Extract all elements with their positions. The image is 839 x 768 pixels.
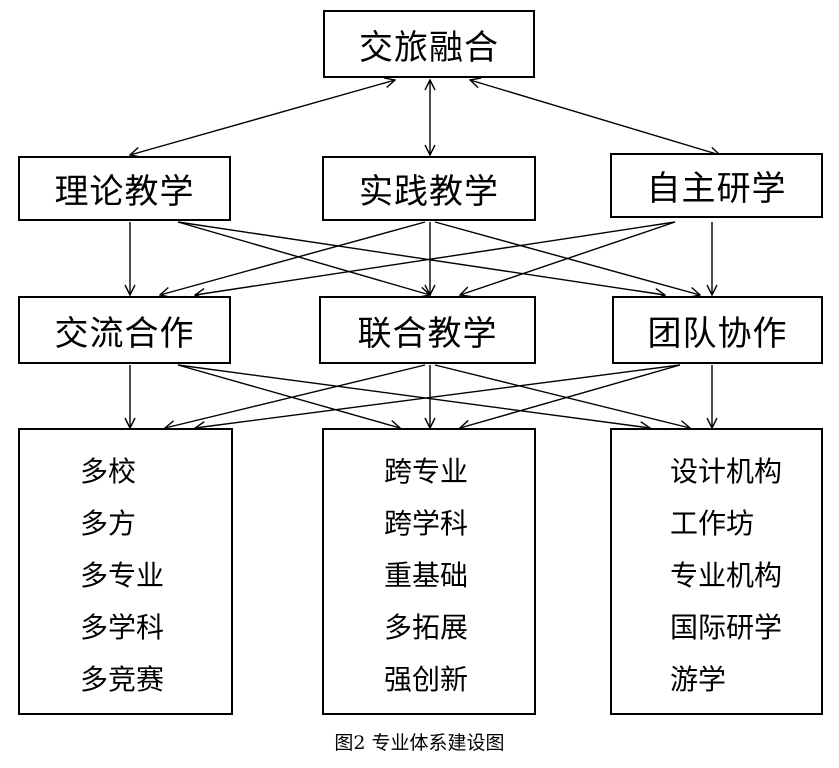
arrow-top-to-theory [130, 80, 395, 155]
node-practice-teaching: 实践教学 [322, 156, 536, 221]
list-item: 多竞赛 [80, 663, 165, 696]
arrow-self-study-to-exchange [195, 221, 676, 295]
arrow-self-study-to-joint [460, 221, 676, 295]
arrow-top-to-self-study [470, 80, 720, 155]
node-joint-teaching-label: 联合教学 [357, 313, 498, 354]
list-item: 重基础 [384, 559, 469, 592]
list-item: 游学 [670, 663, 727, 696]
node-self-study: 自主研学 [610, 153, 823, 218]
node-exchange-cooperation-label: 交流合作 [54, 313, 195, 354]
node-theory-teaching: 理论教学 [18, 156, 231, 221]
list-item: 工作坊 [670, 507, 755, 540]
list-item: 跨专业 [384, 455, 469, 488]
list-box-1: 多校 多方 多专业 多学科 多竞赛 [18, 428, 233, 715]
node-top: 交旅融合 [323, 10, 535, 78]
figure-caption: 图2 专业体系建设图 [334, 732, 505, 754]
node-self-study-label: 自主研学 [646, 169, 787, 209]
node-top-label: 交旅融合 [359, 27, 499, 68]
arrow-team-to-list1 [195, 364, 681, 428]
list-item: 多方 [80, 507, 137, 540]
arrow-team-to-list2 [460, 364, 681, 428]
list-item: 跨学科 [384, 507, 469, 540]
node-exchange-cooperation: 交流合作 [18, 296, 231, 364]
arrow-joint-to-list1 [165, 364, 426, 428]
list-item: 设计机构 [670, 455, 783, 488]
arrow-exchange-to-list2 [177, 364, 400, 428]
list-item: 多拓展 [384, 611, 469, 644]
list-box-3: 设计机构 工作坊 专业机构 国际研学 游学 [610, 428, 823, 715]
node-team-collaboration: 团队协作 [612, 296, 823, 364]
node-joint-teaching: 联合教学 [319, 296, 536, 364]
list-item: 强创新 [384, 663, 469, 696]
list-item: 国际研学 [670, 611, 783, 644]
list-box-2: 跨专业 跨学科 重基础 多拓展 强创新 [322, 428, 536, 715]
list-item: 多校 [80, 455, 137, 488]
node-practice-teaching-label: 实践教学 [359, 172, 499, 212]
list-item: 多专业 [80, 559, 165, 592]
arrow-exchange-to-list3 [177, 364, 650, 428]
node-team-collaboration-label: 团队协作 [647, 313, 788, 354]
arrow-joint-to-list3 [434, 364, 690, 428]
arrow-theory-to-team [177, 221, 665, 295]
node-theory-teaching-label: 理论教学 [54, 172, 195, 212]
arrow-practice-to-exchange [160, 221, 426, 295]
list-item: 专业机构 [670, 559, 783, 592]
arrow-theory-to-joint [177, 221, 430, 295]
list-item: 多学科 [80, 611, 165, 644]
